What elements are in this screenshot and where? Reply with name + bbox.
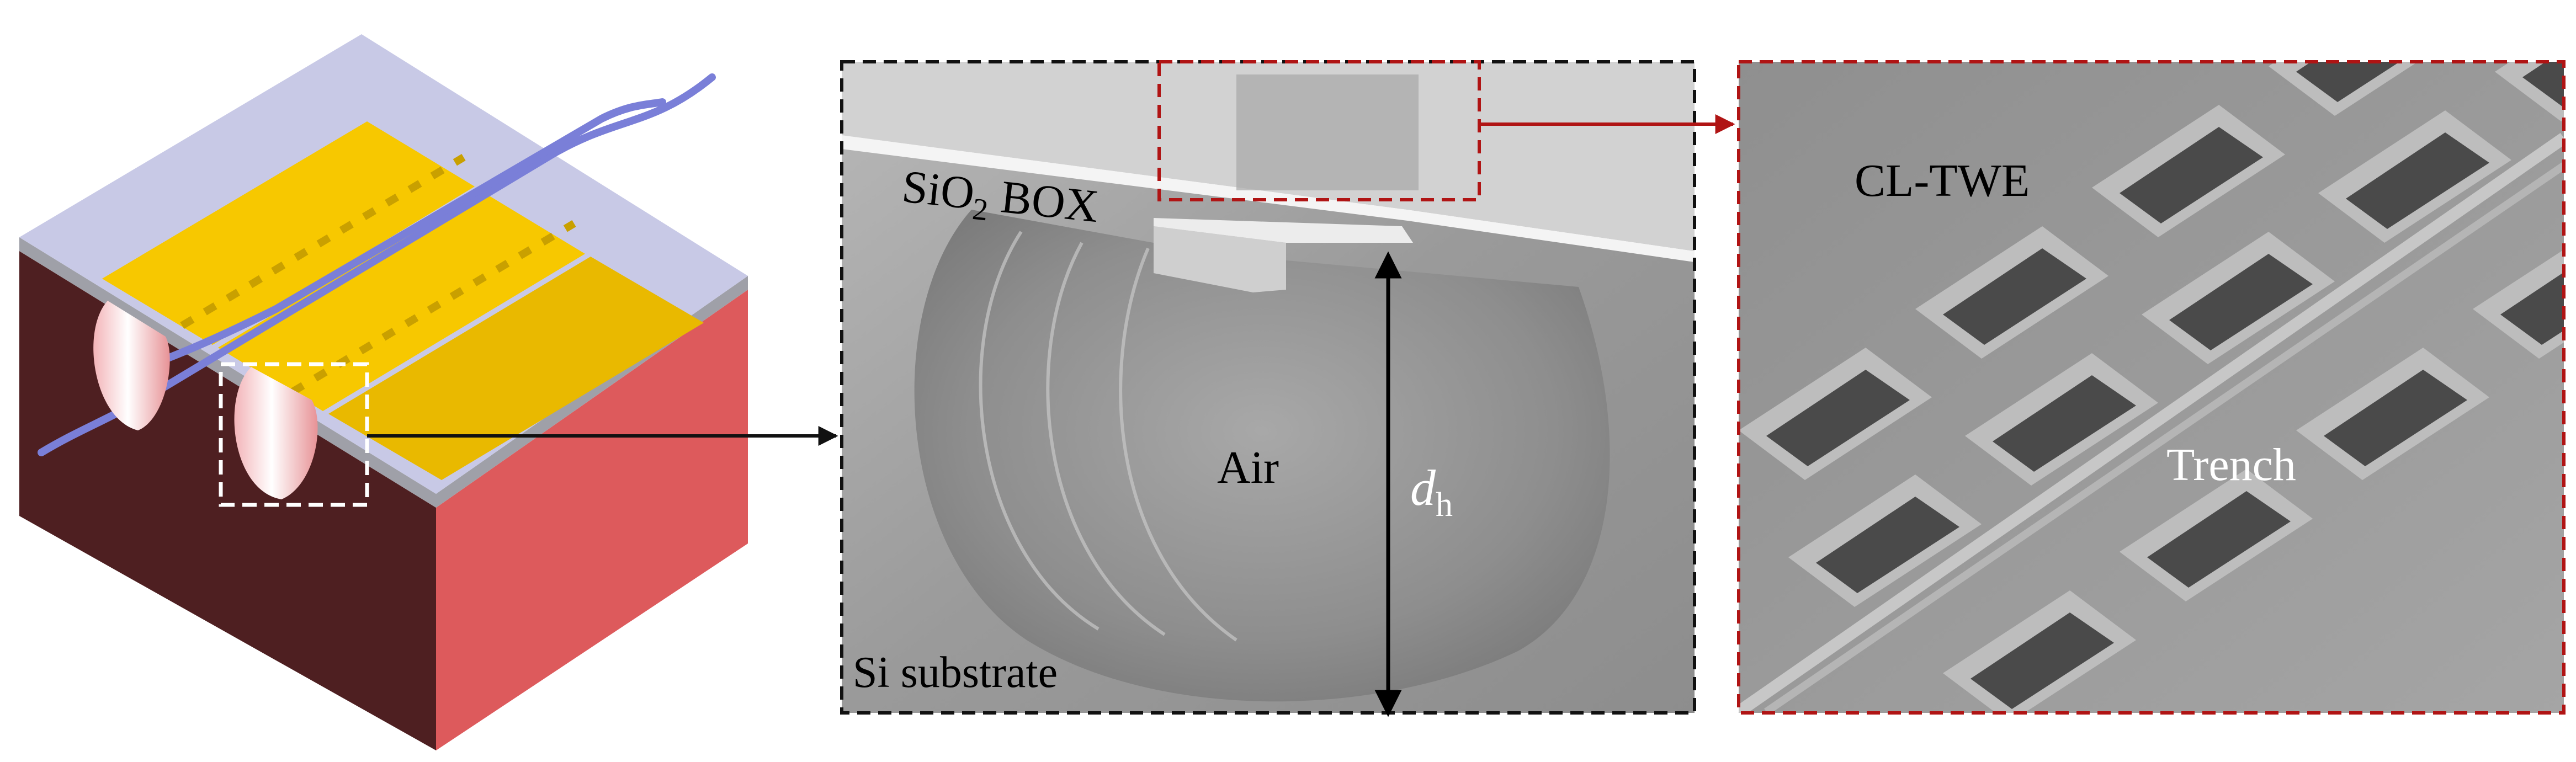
waveguide-ridge-sem — [1154, 226, 1286, 292]
trench-hole — [1970, 612, 2114, 709]
label-air: Air — [1217, 442, 1279, 493]
electrode-fingers-1 — [180, 153, 466, 329]
electrode-strip-2 — [218, 190, 585, 411]
zoom-box-cross-section — [219, 362, 369, 507]
trench-hole — [2169, 254, 2313, 350]
sem-cross-section-panel — [840, 60, 1696, 717]
trench-hole — [2324, 370, 2467, 466]
waveguide-ridge-top — [1154, 218, 1413, 243]
sem-top-view-panel — [1737, 60, 2566, 715]
trench-hint — [1236, 74, 1419, 190]
label-substrate: Si substrate — [853, 648, 1058, 697]
trench-hole — [2522, 62, 2564, 108]
label-depth: dh — [1410, 460, 1453, 524]
trench-hole — [1816, 497, 1959, 593]
trench-hole — [1766, 370, 1910, 466]
trench-hole — [2120, 127, 2263, 223]
zoom-box-top-view — [1157, 60, 1481, 201]
schematic-panel — [19, 34, 748, 750]
air-cavity-sem — [914, 210, 1610, 702]
box-layer-edge — [842, 135, 1695, 262]
electrode-strip-1 — [102, 121, 475, 345]
label-box-layer: SiO2 BOX — [899, 161, 1101, 239]
electrode-strip-3 — [328, 257, 704, 480]
air-cavity-1 — [93, 301, 170, 430]
trench-hole — [2346, 132, 2489, 229]
label-electrode: CL-TWE — [1855, 155, 2030, 206]
trench-hole — [2147, 491, 2291, 588]
trench-hole — [2500, 272, 2564, 345]
trench-hole — [1993, 375, 2136, 472]
air-cavity-2 — [234, 367, 318, 499]
trench-array — [1739, 62, 2564, 713]
electrode-line-1 — [1739, 132, 2564, 713]
sem-top-view-frame — [1737, 60, 2566, 715]
cavity-rings — [979, 231, 1237, 642]
label-trench: Trench — [2166, 439, 2296, 491]
trench-hole — [2296, 62, 2400, 102]
waveguide-arm-upper — [38, 73, 716, 456]
trench-hole — [1943, 248, 2086, 345]
electrode-line-2 — [1764, 162, 2564, 713]
substrate-side-face — [436, 290, 748, 750]
